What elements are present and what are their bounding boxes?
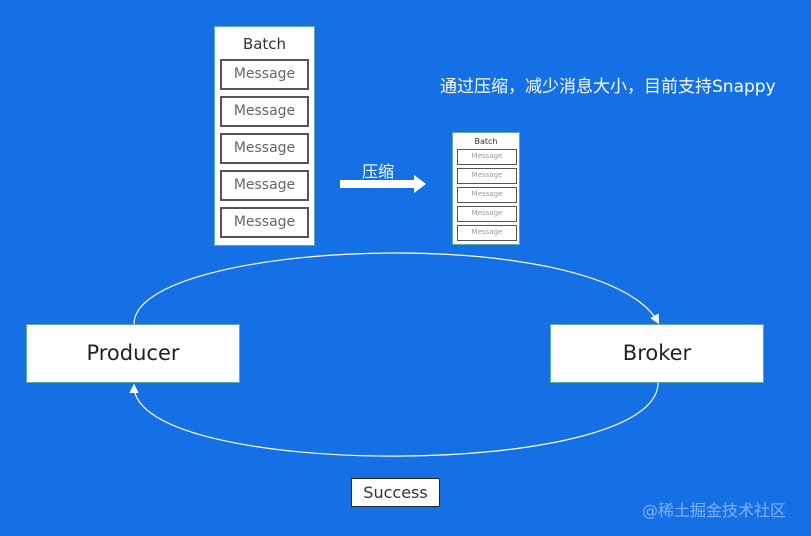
message-item: Message: [220, 96, 309, 127]
compress-arrow: [340, 175, 426, 193]
message-item: Message: [457, 187, 517, 203]
compression-note: 通过压缩，减少消息大小，目前支持Snappy: [440, 77, 776, 97]
batch-title: Batch: [242, 35, 287, 53]
message-item: Message: [220, 207, 309, 238]
batch-compressed: Batch Message Message Message Message Me…: [452, 132, 520, 245]
success-label: Success: [351, 478, 440, 507]
batch-title: Batch: [474, 137, 498, 146]
ack-arrow: [129, 382, 659, 457]
message-item: Message: [457, 225, 517, 241]
message-item: Message: [220, 59, 309, 90]
message-item: Message: [220, 170, 309, 201]
message-item: Message: [220, 133, 309, 164]
broker-node: Broker: [550, 324, 764, 383]
message-item: Message: [457, 149, 517, 165]
producer-node: Producer: [26, 324, 240, 383]
watermark: @稀土掘金技术社区: [642, 501, 787, 520]
send-arrow: [133, 252, 660, 325]
compress-label: 压缩: [362, 162, 395, 181]
message-item: Message: [457, 168, 517, 184]
batch-uncompressed: Batch Message Message Message Message Me…: [214, 26, 315, 246]
message-item: Message: [457, 206, 517, 222]
